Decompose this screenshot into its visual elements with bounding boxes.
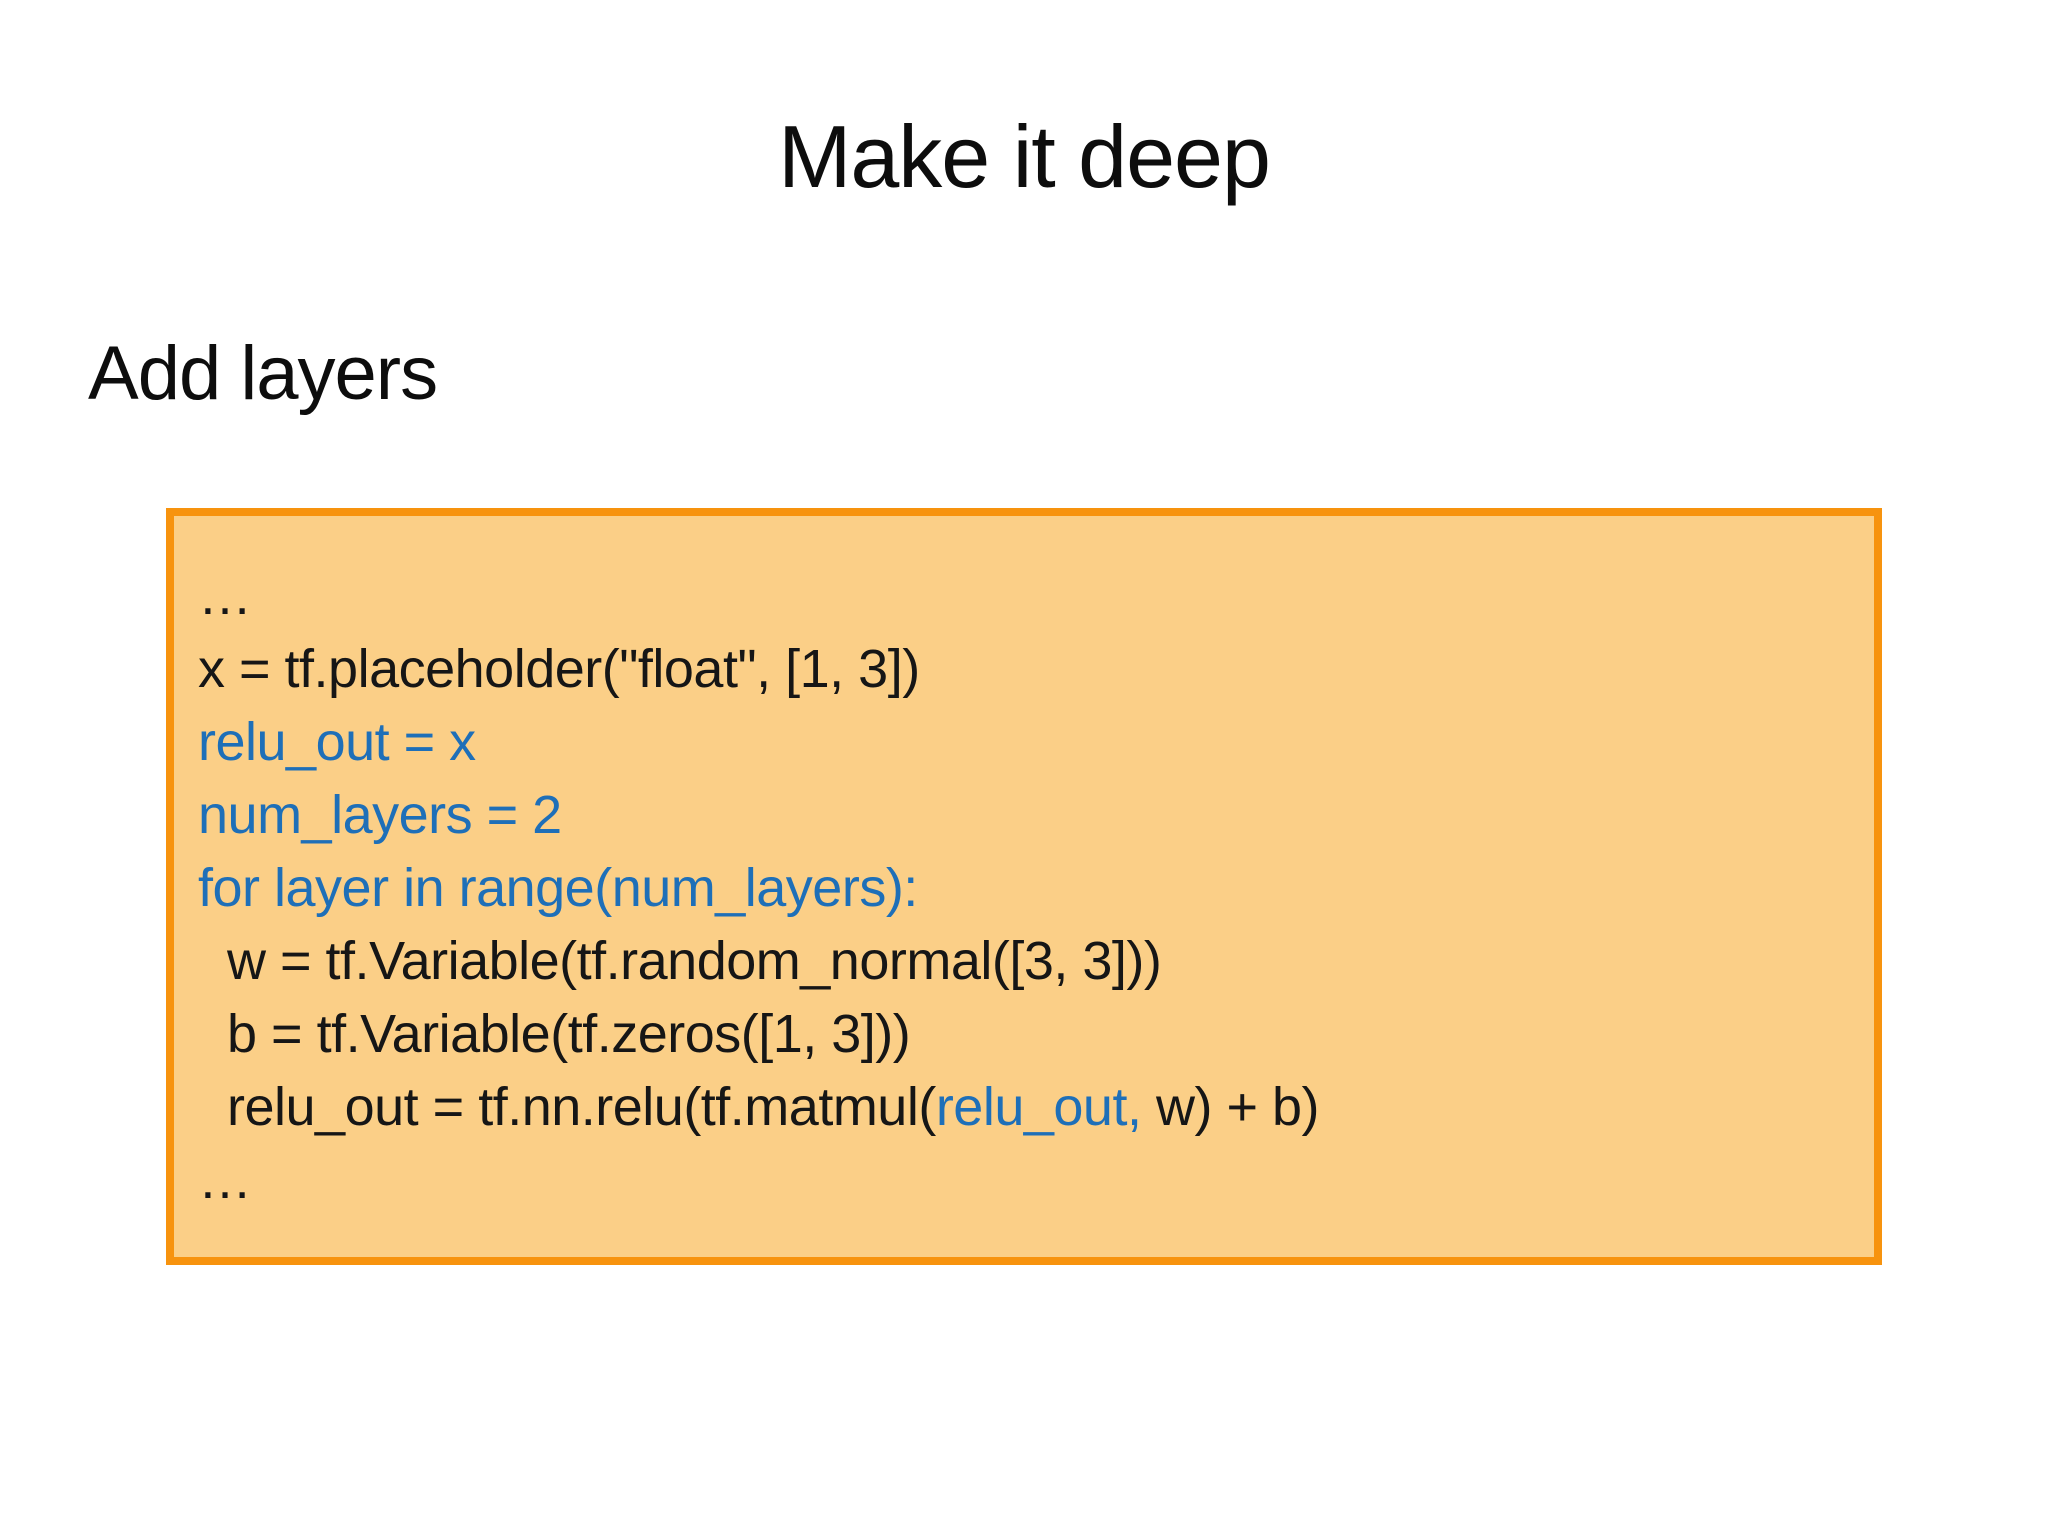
code-line: num_layers = 2	[198, 779, 1854, 852]
code-segment: w) + b)	[1141, 1077, 1320, 1137]
code-highlight-segment: num_layers = 2	[198, 785, 562, 845]
code-lines: … x = tf.placeholder("float", [1, 3]) relu…	[198, 560, 1854, 1217]
code-line: relu_out = tf.nn.relu(tf.matmul(relu_out…	[198, 1071, 1854, 1144]
code-line: …	[198, 560, 1854, 633]
code-line: relu_out = x	[198, 706, 1854, 779]
code-segment: …	[198, 566, 252, 626]
code-highlight-segment: for layer in range(num_layers):	[198, 858, 918, 918]
code-line: x = tf.placeholder("float", [1, 3])	[198, 633, 1854, 706]
code-segment: w = tf.Variable(tf.random_normal([3, 3])…	[198, 931, 1162, 991]
code-line: b = tf.Variable(tf.zeros([1, 3]))	[198, 998, 1854, 1071]
code-box: … x = tf.placeholder("float", [1, 3]) relu…	[166, 508, 1882, 1265]
code-line: w = tf.Variable(tf.random_normal([3, 3])…	[198, 925, 1854, 998]
code-line: …	[198, 1144, 1854, 1217]
code-segment: b = tf.Variable(tf.zeros([1, 3]))	[198, 1004, 911, 1064]
code-segment: relu_out = tf.nn.relu(tf.matmul(	[198, 1077, 936, 1137]
code-segment: x = tf.placeholder("float", [1, 3])	[198, 639, 920, 699]
code-segment: …	[198, 1150, 252, 1210]
code-line: for layer in range(num_layers):	[198, 852, 1854, 925]
section-heading: Add layers	[88, 331, 438, 416]
code-highlight-segment: relu_out,	[935, 1077, 1142, 1137]
code-highlight-segment: relu_out = x	[198, 712, 476, 772]
page-title: Make it deep	[778, 107, 1271, 206]
